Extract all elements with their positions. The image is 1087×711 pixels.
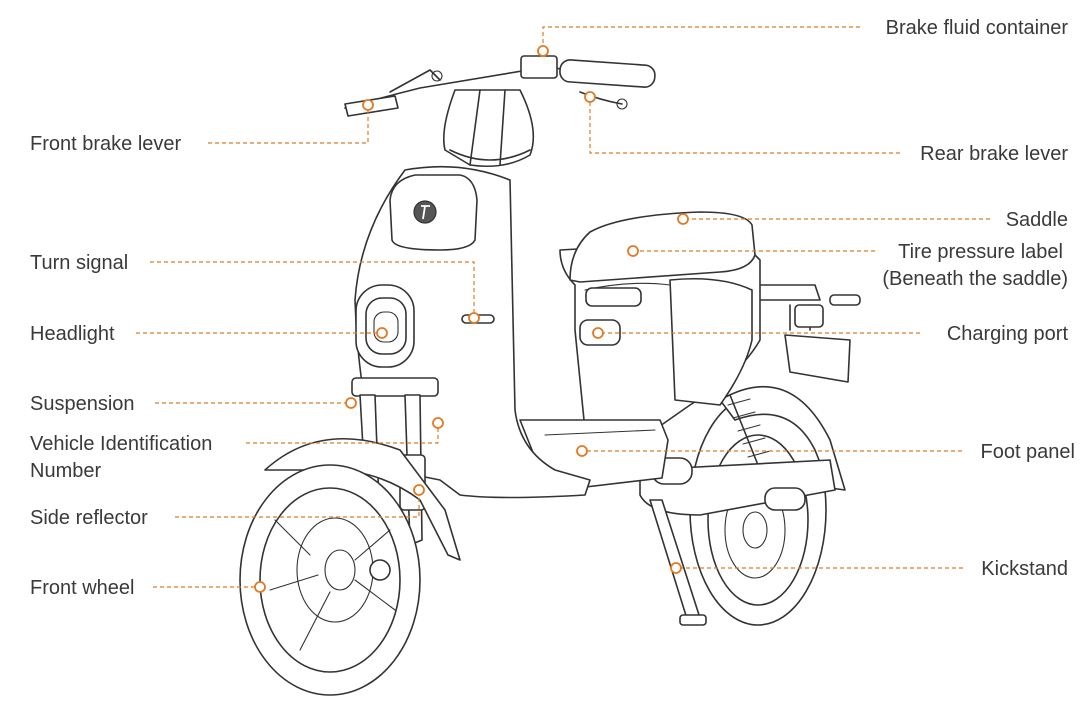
- saddle-shape: [569, 211, 756, 283]
- label-rear-brake-lever: Rear brake lever: [920, 143, 1068, 165]
- label-tire-pressure-note: (Beneath the saddle): [882, 268, 1068, 290]
- marker-brake-fluid-container: [537, 45, 549, 57]
- marker-turn-signal: [468, 312, 480, 324]
- label-side-reflector: Side reflector: [30, 507, 148, 529]
- kickstand-shape: [649, 499, 707, 626]
- marker-suspension: [345, 397, 357, 409]
- marker-kickstand: [670, 562, 682, 574]
- label-kickstand: Kickstand: [981, 558, 1068, 580]
- label-turn-signal: Turn signal: [30, 252, 128, 274]
- label-vin-line2: Number: [30, 460, 101, 482]
- label-suspension: Suspension: [30, 393, 135, 415]
- label-saddle: Saddle: [1006, 209, 1068, 231]
- marker-rear-brake-lever: [584, 91, 596, 103]
- marker-front-brake-lever: [362, 99, 374, 111]
- marker-headlight: [376, 327, 388, 339]
- label-charging-port: Charging port: [947, 323, 1069, 345]
- callout-labels: Brake fluid container Front brake lever …: [30, 17, 1075, 599]
- marker-vin: [432, 417, 444, 429]
- marker-charging-port: [592, 327, 604, 339]
- label-tire-pressure-label: Tire pressure label: [898, 241, 1063, 263]
- label-vin-line1: Vehicle Identification: [30, 433, 212, 455]
- marker-saddle: [677, 213, 689, 225]
- rear-suspension: [727, 394, 771, 471]
- label-front-wheel: Front wheel: [30, 577, 135, 599]
- marker-tire-pressure-label: [627, 245, 639, 257]
- brand-logo-icon: [413, 200, 437, 224]
- label-foot-panel: Foot panel: [980, 441, 1075, 463]
- label-headlight: Headlight: [30, 323, 115, 345]
- scooter-illustration: [239, 55, 861, 696]
- marker-dots: [254, 45, 689, 593]
- marker-side-reflector: [413, 484, 425, 496]
- label-front-brake-lever: Front brake lever: [30, 133, 182, 155]
- marker-front-wheel: [254, 581, 266, 593]
- marker-foot-panel: [576, 445, 588, 457]
- handlebar: [344, 55, 656, 117]
- leader-lines: [136, 26, 990, 588]
- label-brake-fluid-container: Brake fluid container: [886, 17, 1069, 39]
- headlight-shape: [355, 284, 415, 368]
- front-wheel-shape: [239, 464, 421, 696]
